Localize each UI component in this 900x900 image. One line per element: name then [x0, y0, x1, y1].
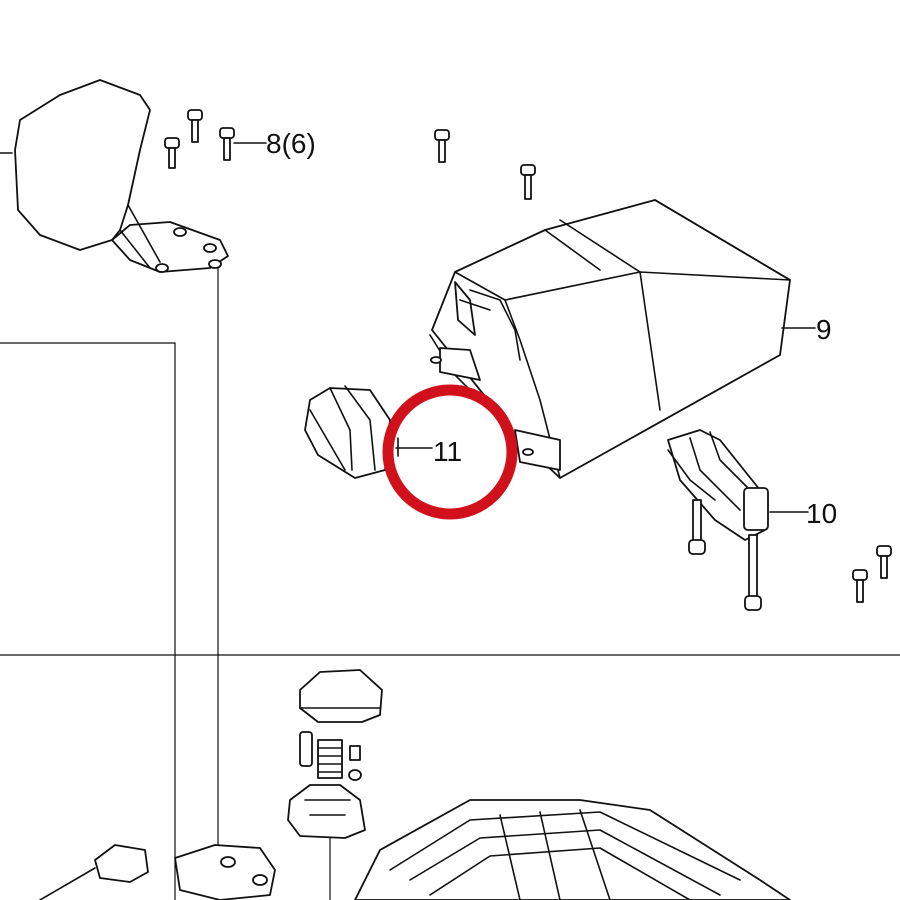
part-top-left-cover	[0, 79, 229, 273]
part-bottom-cap-assembly	[287, 669, 383, 839]
callout-9: 9	[816, 314, 832, 345]
part-bottom-left-bracket	[39, 844, 276, 900]
callout-11: 11	[433, 436, 462, 467]
frame-lines	[0, 268, 900, 900]
highlight-circle	[382, 384, 518, 520]
part-9-housing	[429, 199, 816, 479]
part-bottom-tray	[354, 799, 791, 900]
callout-8: 8(6)	[266, 128, 316, 159]
screw	[164, 137, 180, 169]
screw	[187, 109, 203, 143]
part-10-bracket	[667, 429, 809, 611]
screws-8	[164, 109, 267, 169]
loose-screws-top	[434, 129, 536, 200]
callout-10: 10	[806, 498, 837, 529]
screw	[219, 127, 235, 161]
loose-screws-right	[852, 545, 892, 603]
